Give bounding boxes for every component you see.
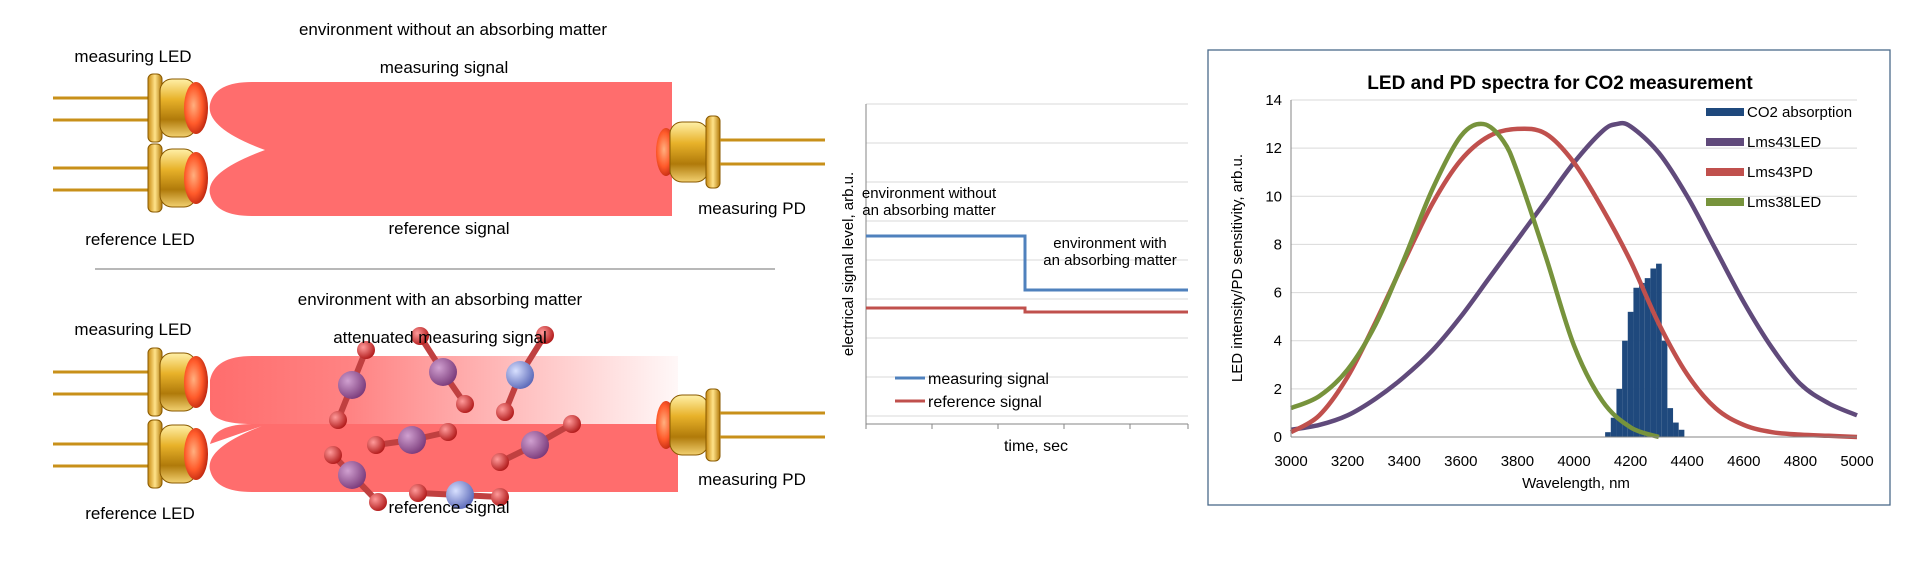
spectra-legend-label: Lms43LED bbox=[1747, 134, 1821, 151]
spectra-x-tick-label: 3200 bbox=[1331, 453, 1364, 470]
signal-chart: environment without an absorbing matter … bbox=[840, 103, 1189, 455]
top-reference-led-icon bbox=[51, 142, 210, 214]
top-measuring-led-label: measuring LED bbox=[74, 47, 191, 66]
spectra-legend-label: Lms43PD bbox=[1747, 164, 1813, 181]
co2-absorption-bar bbox=[1673, 422, 1679, 437]
legend-reference-label: reference signal bbox=[928, 394, 1042, 411]
reference-signal-line bbox=[866, 306, 1188, 314]
spectra-y-tick-label: 2 bbox=[1274, 381, 1282, 398]
signal-annotation-after-2: an absorbing matter bbox=[1043, 252, 1176, 269]
spectra-y-tick-label: 10 bbox=[1265, 188, 1282, 205]
bottom-diagram: environment with an absorbing matter bbox=[51, 290, 827, 523]
signal-x-axis-label: time, sec bbox=[1004, 438, 1068, 455]
spectra-x-tick-label: 5000 bbox=[1840, 453, 1873, 470]
co2-molecules-icon bbox=[324, 326, 581, 511]
signal-x-ticks bbox=[865, 424, 1189, 429]
co2-absorption-bar bbox=[1605, 432, 1611, 437]
co2-absorption-bar bbox=[1650, 268, 1657, 437]
spectra-legend-swatch bbox=[1706, 198, 1744, 206]
spectra-title: LED and PD spectra for CO2 measurement bbox=[1367, 73, 1753, 94]
spectra-x-tick-label: 4400 bbox=[1671, 453, 1704, 470]
spectra-axes bbox=[1290, 100, 1857, 438]
signal-y-axis-label: electrical signal level, arb.u. bbox=[840, 172, 857, 356]
spectra-legend-swatch bbox=[1706, 138, 1744, 146]
spectra-legend-label: Lms38LED bbox=[1747, 194, 1821, 211]
top-title: environment without an absorbing matter bbox=[299, 20, 607, 39]
spectra-y-tick-label: 8 bbox=[1274, 236, 1282, 253]
co2-absorption-bar bbox=[1644, 278, 1651, 437]
spectra-y-axis-label: LED intensity/PD sensitivity, arb.u. bbox=[1229, 154, 1246, 382]
top-measuring-led-icon bbox=[51, 72, 210, 144]
spectra-x-tick-label: 4600 bbox=[1727, 453, 1760, 470]
top-measuring-beam bbox=[209, 82, 672, 216]
co2-absorption-bar bbox=[1622, 340, 1628, 437]
spectra-legend-swatch bbox=[1706, 168, 1744, 176]
top-reference-signal-label: reference signal bbox=[389, 219, 510, 238]
spectra-series-line-lms38led bbox=[1290, 121, 1660, 440]
signal-annotation-before-2: an absorbing matter bbox=[862, 202, 995, 219]
co2-absorption-bar bbox=[1633, 287, 1640, 437]
bottom-reference-led-icon bbox=[51, 418, 210, 490]
bottom-reference-beam bbox=[209, 424, 678, 492]
spectra-x-tick-label: 3400 bbox=[1388, 453, 1421, 470]
spectra-tick-labels: 0 2 4 6 8 10 12 14 3000 3200 3400 3600 3800 4000 4200 4… bbox=[1265, 92, 1873, 470]
co2-absorption-bar bbox=[1678, 429, 1685, 437]
spectra-chart: LED and PD spectra for CO2 measurement 0… bbox=[1207, 49, 1891, 506]
spectra-x-tick-label: 4200 bbox=[1614, 453, 1647, 470]
spectra-y-tick-label: 12 bbox=[1265, 140, 1282, 157]
spectra-x-tick-label: 3600 bbox=[1444, 453, 1477, 470]
spectra-y-tick-label: 14 bbox=[1265, 92, 1282, 109]
spectra-x-tick-label: 4000 bbox=[1557, 453, 1590, 470]
spectra-y-tick-label: 0 bbox=[1274, 429, 1282, 446]
bottom-reference-signal-label: reference signal bbox=[389, 498, 510, 517]
legend-measuring-label: measuring signal bbox=[928, 371, 1049, 388]
bottom-title: environment with an absorbing matter bbox=[298, 290, 583, 309]
spectra-frame bbox=[1207, 49, 1891, 506]
co2-absorption-bar bbox=[1616, 388, 1623, 437]
spectra-x-tick-label: 3000 bbox=[1274, 453, 1307, 470]
measuring-signal-line bbox=[866, 234, 1188, 292]
spectra-x-tick-label: 3800 bbox=[1501, 453, 1534, 470]
co2-absorption-bar bbox=[1656, 263, 1662, 437]
spectra-x-axis-label: Wavelength, nm bbox=[1522, 475, 1630, 492]
top-measuring-pd-icon bbox=[654, 114, 827, 190]
spectra-series-line-lms43led bbox=[1290, 120, 1858, 433]
bottom-measuring-led-label: measuring LED bbox=[74, 320, 191, 339]
bottom-measuring-pd-label: measuring PD bbox=[698, 470, 806, 489]
co2-absorption-bar bbox=[1639, 282, 1645, 437]
top-measuring-signal-label: measuring signal bbox=[380, 58, 509, 77]
co2-absorption-bar bbox=[1661, 340, 1668, 437]
top-reference-led-label: reference LED bbox=[85, 230, 195, 249]
top-measuring-pd-label: measuring PD bbox=[698, 199, 806, 218]
co2-absorption-bars bbox=[1605, 263, 1685, 437]
bottom-measuring-led-icon bbox=[51, 346, 210, 418]
spectra-legend-label: CO2 absorption bbox=[1747, 104, 1852, 121]
spectra-legend-swatch bbox=[1706, 108, 1744, 116]
signal-annotation-after-1: environment with bbox=[1053, 235, 1166, 252]
co2-absorption-bar bbox=[1667, 408, 1674, 437]
spectra-x-tick-label: 4800 bbox=[1784, 453, 1817, 470]
co2-absorption-bar bbox=[1627, 311, 1634, 437]
bottom-reference-led-label: reference LED bbox=[85, 504, 195, 523]
co2-absorption-bar bbox=[1610, 417, 1617, 437]
bottom-attenuated-signal-label: attenuated measuring signal bbox=[333, 328, 547, 347]
bottom-measuring-pd-icon bbox=[654, 387, 827, 463]
top-diagram: environment without an absorbing matter … bbox=[51, 20, 827, 249]
bottom-attenuated-beam bbox=[210, 356, 678, 424]
spectra-y-tick-label: 6 bbox=[1274, 285, 1282, 302]
spectra-y-tick-label: 4 bbox=[1274, 333, 1282, 350]
spectra-series bbox=[1289, 120, 1858, 440]
signal-annotation-before-1: environment without bbox=[862, 185, 997, 202]
